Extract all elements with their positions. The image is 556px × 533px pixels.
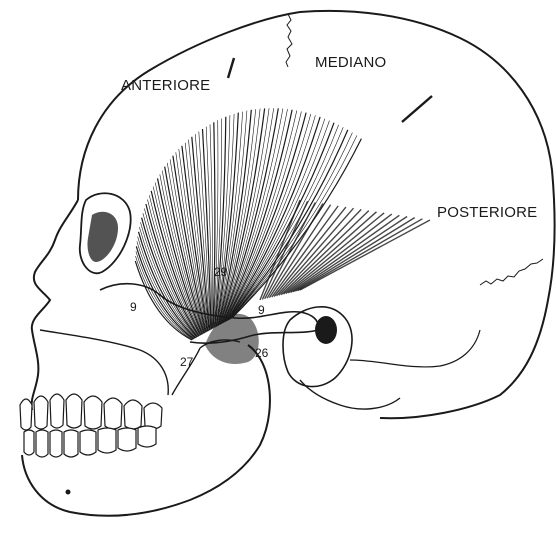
label-29: 29 bbox=[214, 266, 227, 278]
orbit-shadow bbox=[87, 212, 118, 262]
tm-joint bbox=[283, 307, 352, 387]
label-9-arch: 9 bbox=[258, 304, 265, 316]
label-27: 27 bbox=[180, 356, 193, 368]
label-anteriore: ANTERIORE bbox=[121, 78, 210, 93]
muscle-fiber bbox=[135, 261, 192, 340]
label-posteriore: POSTERIORE bbox=[437, 205, 537, 220]
label-mediano: MEDIANO bbox=[315, 55, 386, 70]
muscle-fiber bbox=[139, 232, 196, 338]
label-9-zygomatic: 9 bbox=[130, 301, 137, 313]
mastoid-process bbox=[300, 380, 400, 409]
maxilla bbox=[40, 330, 168, 395]
lower-teeth bbox=[24, 426, 156, 457]
upper-teeth bbox=[20, 394, 162, 430]
muscle-fiber bbox=[213, 122, 215, 328]
middle-division-marker bbox=[402, 96, 432, 122]
lambdoid-suture bbox=[480, 259, 543, 285]
muscle-fiber bbox=[220, 108, 265, 324]
muscle-fiber bbox=[226, 115, 315, 321]
muscle-shading bbox=[298, 219, 423, 291]
mental-foramen bbox=[66, 490, 71, 495]
coronal-suture bbox=[286, 14, 292, 67]
anterior-division-marker bbox=[228, 58, 234, 78]
ear-canal bbox=[315, 316, 337, 344]
temporalis-muscle bbox=[135, 108, 430, 340]
occipital-base bbox=[350, 330, 480, 367]
face-profile bbox=[32, 200, 78, 410]
label-26: 26 bbox=[255, 347, 268, 359]
